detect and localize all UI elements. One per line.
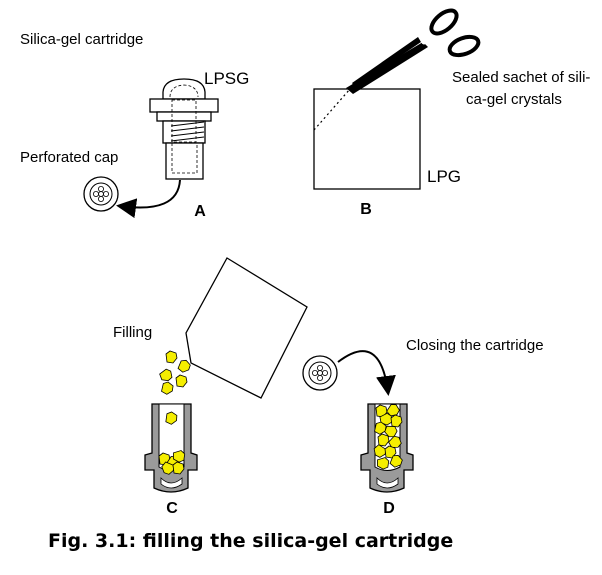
figure-title: Silica-gel cartridge: [20, 31, 143, 48]
arrow-to-cartridge: [337, 350, 396, 396]
cartridge-d: [360, 401, 414, 493]
letter-c: C: [166, 500, 178, 517]
cartridge-nut: [156, 111, 212, 122]
perforated-cap-label: Perforated cap: [20, 149, 118, 166]
closing-label: Closing the cartridge: [406, 337, 544, 354]
sachet-label-line1: Sealed sachet of sili-: [452, 69, 590, 86]
panel-d: Closing the cartridge: [302, 337, 544, 517]
panel-b: Sealed sachet of sili- ca-gel crystals L…: [313, 8, 590, 218]
letter-b: B: [360, 201, 372, 218]
falling-crystals: [157, 350, 193, 397]
sachet-label-line2: ca-gel crystals: [466, 91, 562, 108]
perforated-cap-icon: [302, 355, 338, 391]
cartridge-flange: [149, 98, 219, 113]
letter-a: A: [194, 203, 206, 220]
cartridge-dome: [162, 78, 206, 100]
panel-c: Filling C: [113, 257, 308, 517]
cartridge-tube: [165, 142, 204, 180]
lpg-label: LPG: [427, 167, 461, 186]
scissors-icon: [346, 8, 481, 94]
open-sachet: [185, 257, 308, 399]
perforated-cap-icon: [83, 176, 119, 212]
letter-d: D: [383, 500, 395, 517]
figure-caption: Fig. 3.1: filling the silica-gel cartrid…: [48, 530, 454, 552]
panel-a: LPSG Perforated cap A: [20, 69, 249, 220]
cartridge-c: [144, 403, 198, 493]
silica-gel-diagram: Silica-gel cartridge LPSG Perforated cap: [20, 8, 590, 517]
sealed-sachet: [313, 88, 421, 190]
lpsg-label: LPSG: [204, 69, 249, 88]
cut-line: [313, 88, 351, 131]
filling-label: Filling: [113, 324, 152, 341]
arrow-to-cap: [116, 179, 181, 219]
